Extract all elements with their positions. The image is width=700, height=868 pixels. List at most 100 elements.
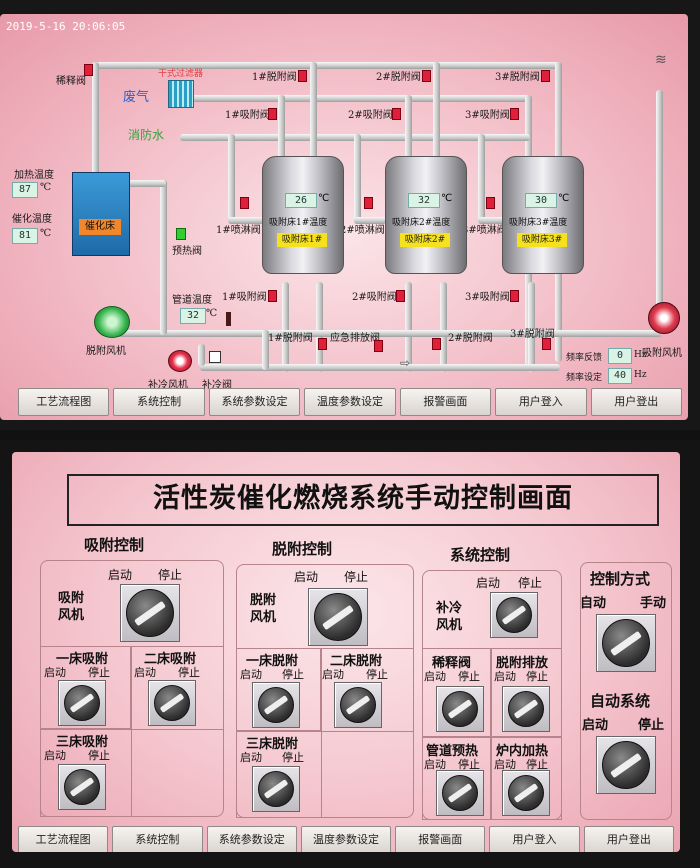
adsorption-bed-2: 32 ℃ 吸附床2#温度 吸附床2#	[385, 156, 467, 274]
bed2-desorb-switch[interactable]	[334, 682, 382, 728]
catalytic-bed-unit: 催化床	[72, 172, 130, 256]
bed-3-temp-label: 吸附床3#温度	[509, 218, 568, 228]
adsorb-valve-1-indicator[interactable]	[268, 108, 277, 120]
adsorb-valve-1b-indicator[interactable]	[268, 290, 277, 302]
nav-login[interactable]: 用户登入	[489, 826, 580, 852]
pipe	[92, 62, 562, 69]
pipe-preheat-switch[interactable]	[436, 770, 484, 816]
desorb-valve-2-label: 2#脱附阀	[376, 72, 421, 83]
selector-knob-icon	[508, 775, 544, 811]
preheat-valve-indicator[interactable]	[176, 228, 186, 240]
fire-water-label: 消防水	[128, 128, 165, 142]
desorb-discharge-switch[interactable]	[502, 686, 550, 732]
cooling-fan-switch[interactable]	[490, 592, 538, 638]
selector-knob-icon	[442, 691, 478, 727]
spray-valve-2-label: 2#喷淋阀	[340, 225, 385, 236]
auto-system-switch[interactable]	[596, 736, 656, 794]
dilution-valve-start: 启动	[424, 670, 446, 683]
cooling-valve-icon[interactable]	[209, 351, 221, 363]
desorb-valve-3b-indicator[interactable]	[542, 338, 551, 350]
nav-temp-params[interactable]: 温度参数设定	[304, 388, 396, 416]
desorb-fan-switch[interactable]	[308, 588, 368, 646]
pipe	[228, 134, 235, 224]
cell	[236, 730, 322, 818]
bed1-desorb-switch[interactable]	[252, 682, 300, 728]
adsorb-fan-icon[interactable]	[648, 302, 680, 334]
cooling-fan-icon[interactable]	[168, 350, 192, 372]
nav-system-params[interactable]: 系统参数设定	[208, 388, 301, 416]
bed3-adsorb-switch[interactable]	[58, 764, 106, 810]
freq-set-value[interactable]: 40	[608, 368, 632, 384]
bed2-adsorb-switch[interactable]	[148, 680, 196, 726]
bed-3-temp-unit: ℃	[558, 193, 570, 204]
adsorb-valve-3b-indicator[interactable]	[510, 290, 519, 302]
pipe-temp-unit: ℃	[206, 308, 218, 319]
bed-1-temp-label: 吸附床1#温度	[269, 218, 328, 228]
nav-system-params[interactable]: 系统参数设定	[206, 826, 297, 852]
selector-knob-icon	[314, 593, 362, 641]
waste-gas-label: 废气	[123, 90, 150, 105]
desorb-fan-icon[interactable]	[94, 306, 130, 338]
bed1-adsorb-switch[interactable]	[58, 680, 106, 726]
temp-sensor-icon	[226, 312, 231, 326]
adsorb-valve-2b-label: 2#吸附阀	[352, 292, 397, 303]
nav-system-control[interactable]: 系统控制	[112, 826, 203, 852]
control-mode-group	[580, 562, 672, 820]
freq-set-unit: Hz	[634, 370, 647, 380]
nav-alarm[interactable]: 报警画面	[399, 388, 492, 416]
exhaust-stack-icon: ≋	[655, 52, 667, 68]
control-mode-switch[interactable]	[596, 614, 656, 672]
bed3-desorb-stop: 停止	[282, 751, 304, 764]
freq-feedback-value: 0	[608, 348, 632, 364]
catalytic-bed-label: 催化床	[79, 219, 121, 235]
adsorb-fan-switch[interactable]	[120, 584, 180, 642]
desorb-valve-2b-indicator[interactable]	[432, 338, 441, 350]
dry-filter-label: 干式过滤器	[158, 69, 204, 79]
nav-system-control[interactable]: 系统控制	[113, 388, 205, 416]
nav-process-flow[interactable]: 工艺流程图	[18, 826, 109, 852]
spray-valve-1-indicator[interactable]	[240, 197, 249, 209]
bed3-desorb-switch[interactable]	[252, 766, 300, 812]
nav-logout[interactable]: 用户登出	[590, 388, 682, 416]
bed-2-temp-label: 吸附床2#温度	[392, 218, 451, 228]
adsorb-control-header: 吸附控制	[84, 536, 145, 554]
bed3-adsorb-stop: 停止	[88, 749, 110, 762]
desorb-discharge-stop: 停止	[526, 670, 548, 683]
desorb-valve-3-indicator[interactable]	[541, 70, 550, 82]
desorb-valve-2-indicator[interactable]	[422, 70, 431, 82]
furnace-heat-switch[interactable]	[502, 770, 550, 816]
adsorb-valve-3-indicator[interactable]	[510, 108, 519, 120]
bed-1-temp-value: 26	[285, 193, 317, 208]
nav-temp-params[interactable]: 温度参数设定	[300, 826, 392, 852]
catalytic-temp-value: 81	[12, 228, 38, 244]
spray-valve-2-indicator[interactable]	[364, 197, 373, 209]
cell	[422, 736, 492, 820]
cell	[490, 648, 562, 738]
dilution-valve-indicator[interactable]	[84, 64, 93, 76]
adsorb-valve-1-label: 1#吸附阀	[225, 110, 270, 121]
spray-valve-3-indicator[interactable]	[486, 197, 495, 209]
desorb-valve-1-indicator[interactable]	[298, 70, 307, 82]
cell	[320, 648, 414, 732]
system-control-header: 系统控制	[450, 546, 511, 564]
adsorb-valve-2b-indicator[interactable]	[396, 290, 405, 302]
nav-alarm[interactable]: 报警画面	[395, 826, 486, 852]
desorb-valve-2b-label: 2#脱附阀	[448, 333, 493, 344]
nav-process-flow[interactable]: 工艺流程图	[18, 388, 110, 416]
nav-logout[interactable]: 用户登出	[583, 826, 674, 852]
dilution-valve-switch[interactable]	[436, 686, 484, 732]
desorb-fan-label: 脱附风机	[86, 346, 126, 357]
adsorb-valve-3b-label: 3#吸附阀	[465, 292, 510, 303]
bed1-adsorb-label: 一床吸附	[56, 652, 109, 667]
desorb-valve-1b-indicator[interactable]	[318, 338, 327, 350]
emergency-valve-indicator[interactable]	[374, 340, 383, 352]
heating-temp-label: 加热温度	[14, 170, 54, 181]
nav-login[interactable]: 用户登入	[495, 388, 587, 416]
bed-3-temp-value: 30	[525, 193, 557, 208]
spray-valve-3-label: 3#喷淋阀	[462, 225, 507, 236]
pipe-preheat-label: 管道预热	[426, 744, 479, 759]
adsorb-valve-2-indicator[interactable]	[392, 108, 401, 120]
freq-feedback-label: 频率反馈	[566, 353, 603, 363]
cooling-fan-start-label: 启动	[476, 576, 501, 590]
bottom-screen: 活性炭催化燃烧系统手动控制画面 吸附控制 启动 停止 吸附风机 一床吸附 启动 …	[0, 440, 700, 868]
